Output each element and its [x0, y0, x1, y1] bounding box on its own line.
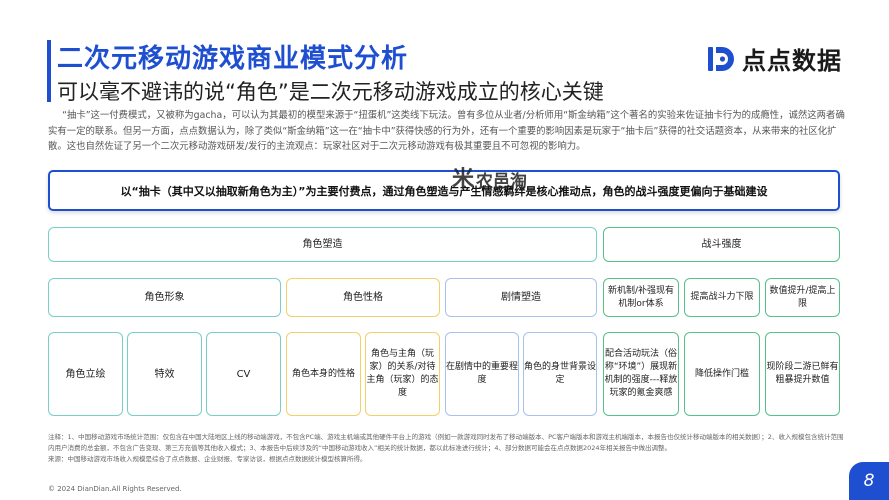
footnote-line: 注释：1、中国移动游戏市场统计范围：仅包含在中国大陆地区上线的移动端游戏，不包含…	[48, 433, 844, 452]
value-ceiling-box: 数值提升/提高上限	[765, 278, 840, 317]
copyright: © 2024 DianDian.All Rights Reserved.	[48, 485, 182, 493]
page-subtitle: 可以毫不避讳的说“角色”是二次元移动游戏成立的核心关键	[57, 80, 604, 104]
page-number: 8	[849, 462, 889, 500]
key-insight-box: 以“抽卡（其中又以抽取新角色为主）”为主要付费点，通过角色塑造与产生情感羁绊是核…	[48, 170, 840, 211]
plot-importance-box: 在剧情中的重要程度	[445, 332, 519, 416]
page-title: 二次元移动游戏商业模式分析	[57, 44, 409, 74]
character-image-box: 角色形象	[48, 278, 281, 317]
own-personality-box: 角色本身的性格	[286, 332, 361, 416]
relation-to-player-box: 角色与主角（玩家）的关系/对待主角（玩家）的态度	[365, 332, 440, 416]
plot-building-box: 剧情塑造	[445, 278, 597, 317]
lower-threshold-box: 降低操作门槛	[684, 332, 760, 416]
watermark: 米 农邑淘	[452, 167, 527, 192]
footnotes: 注释：1、中国移动游戏市场统计范围：仅包含在中国大陆地区上线的移动端游戏，不包含…	[48, 432, 848, 465]
current-power-box: 现阶段二游已鲜有粗暴提升数值	[765, 332, 840, 416]
source-line: 来源：中国移动游戏市场收入规模是综合了点点数据、企业财报、专家访谈，根据点点数据…	[48, 455, 367, 463]
intro-paragraph: “抽卡”这一付费模式，又被称为gacha，可以认为其最初的模型来源于“扭蛋机”这…	[48, 110, 845, 152]
cv-box: CV	[206, 332, 281, 416]
combat-strength-box: 战斗强度	[603, 227, 840, 262]
character-personality-box: 角色性格	[286, 278, 440, 317]
role-building-box: 角色塑造	[48, 227, 597, 262]
watermark-text: 农邑淘	[476, 172, 528, 192]
background-setting-box: 角色的身世背景设定	[523, 332, 597, 416]
diandian-logo: 点点数据	[706, 41, 842, 76]
new-mechanic-box: 新机制/补强现有机制or体系	[603, 278, 679, 317]
character-art-box: 角色立绘	[48, 332, 123, 416]
vfx-box: 特效	[127, 332, 202, 416]
watermark-icon: 米	[452, 166, 475, 192]
power-floor-box: 提高战斗力下限	[684, 278, 760, 317]
diandian-logo-icon	[706, 44, 736, 74]
activity-mechanic-box: 配合活动玩法（俗称“环境”）展现新机制的强度---释放玩家的氪金爽感	[603, 332, 679, 416]
title-accent-bar	[47, 40, 51, 102]
logo-text: 点点数据	[742, 47, 842, 75]
